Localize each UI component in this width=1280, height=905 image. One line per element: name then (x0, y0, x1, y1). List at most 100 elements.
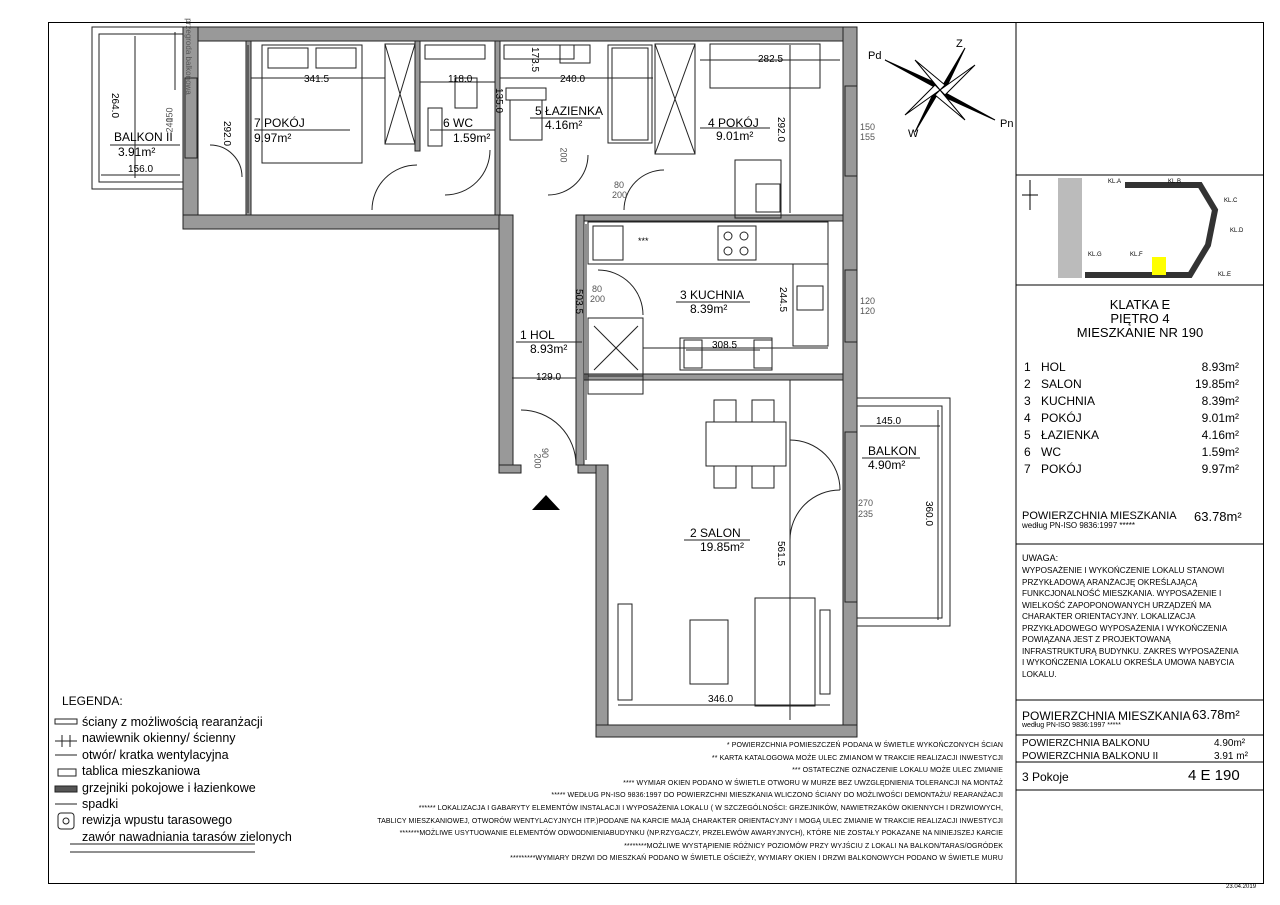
room-table-area: 8.93m² (1201, 360, 1239, 374)
footnote-line: TABLICY MIESZKANIOWEJ, OTWORÓW WENTYLACY… (377, 817, 1003, 825)
legend-item: rewizja wpustu tarasowego (82, 813, 233, 828)
summary-pokoje: 3 Pokoje (1022, 770, 1069, 784)
entrance-arrow (532, 495, 560, 510)
sheet-frame (48, 22, 1264, 884)
room-6-label: 6 WC (443, 116, 473, 130)
summary-pow-label: POWIERZCHNIA MIESZKANIA (1022, 709, 1191, 723)
dim-label: 360.0 (923, 500, 935, 527)
room-table-name: POKÓJ (1041, 411, 1082, 425)
room-table-name: SALON (1041, 377, 1082, 391)
dim-label: 292.0 (221, 120, 233, 147)
uwaga-line: WIELKOŚĆ ZAPOPONOWANYCH URZĄDZEŃ MA (1022, 600, 1212, 610)
summary-balkon-area: 4.90m² (1214, 738, 1246, 749)
footnote-line: * POWIERZCHNIA POMIESZCZEŃ PODANA W ŚWIE… (726, 742, 1003, 749)
flat-header: KLATKA E PIĘTRO 4 MIESZKANIE NR 190 (1016, 298, 1264, 340)
dim-label: 173.5 (529, 46, 541, 73)
summary-balkon-label: POWIERZCHNIA BALKONU (1022, 738, 1150, 749)
footnote-line: *******MOŻLIWE USYTUOWANIE ELEMENTÓW ODW… (399, 830, 1003, 838)
keymap-label: KL.D (1230, 228, 1244, 234)
keymap-label: KL.G (1088, 252, 1102, 258)
room-3-no: 3 (680, 288, 687, 302)
uwaga-line: LOKALU. (1022, 669, 1057, 679)
room-5-no: 5 (535, 104, 542, 118)
title-block-lines (1015, 22, 1264, 884)
room-table-area: 9.97m² (1201, 462, 1239, 476)
room-3-name: KUCHNIA (690, 288, 745, 302)
legend-item: spadki (82, 797, 119, 812)
door-dim: 200 (558, 147, 569, 163)
dim-label: 145.0 (876, 416, 902, 427)
legend-item: zawór nawadniania tarasów zielonych (82, 829, 292, 844)
legend-symbols (54, 718, 255, 853)
room-4-area: 9.01m² (716, 129, 754, 143)
uwaga-text: WYPOSAŻENIE I WYKOŃCZENIE LOKALU STANOWI… (1022, 565, 1239, 680)
summary-pow-sub: według PN-ISO 9836:1997 ***** (1022, 722, 1121, 729)
total-area: 63.78m² (1194, 509, 1242, 524)
compass-z: Z (956, 38, 963, 50)
room-6-area: 1.59m² (453, 131, 491, 145)
legend-item: tablica mieszkaniowa (82, 764, 201, 779)
room-table-no: 2 (1024, 377, 1031, 391)
dim-label: 240.0 (560, 74, 586, 85)
room-7-label: 7 POKÓJ (254, 116, 305, 130)
dim-label: 118.0 (448, 74, 473, 85)
keymap-label: KL.E (1218, 272, 1232, 278)
room-2-label: 2 SALON (690, 526, 741, 540)
legend-title: LEGENDA: (62, 694, 123, 708)
window-dim: 150 (860, 122, 876, 132)
room-table-name: ŁAZIENKA (1041, 428, 1100, 442)
summary-balkon2-area: 3.91 m² (1214, 751, 1248, 762)
footnote-line: ********MOŻLIWE WYSTĄPIENIE RÓŻNICY POZI… (624, 842, 1003, 850)
keymap-label: KL.F (1130, 252, 1143, 258)
room-2-area: 19.85m² (700, 540, 745, 554)
total-sub: według PN-ISO 9836:1997 ***** (1022, 521, 1135, 530)
keymap-label: KL.A (1108, 179, 1122, 185)
dim-label: 244.5 (777, 286, 789, 313)
room-4-no: 4 (708, 116, 715, 130)
footnotes: * POWIERZCHNIA POMIESZCZEŃ PODANA W ŚWIE… (300, 742, 1003, 872)
balkon-name: BALKON (868, 444, 917, 458)
dim-label: 129.0 (536, 372, 562, 383)
window-dim: 120 (860, 306, 876, 316)
room-6-name: WC (453, 116, 474, 130)
room-table-no: 7 (1024, 462, 1031, 476)
balkon-2-name: BALKON II (114, 130, 173, 144)
room-3-area: 8.39m² (690, 302, 728, 316)
room-1-label: 1 HOL (520, 328, 555, 342)
summary-balkon2-label: POWIERZCHNIA BALKONU II (1022, 751, 1159, 762)
window-dim: 270 (858, 498, 874, 508)
room-5-label: 5 ŁAZIENKA (535, 104, 603, 118)
room-2-no: 2 (690, 526, 697, 540)
total-label: POWIERZCHNIA MIESZKANIA (1022, 510, 1177, 522)
room-table-no: 1 (1024, 360, 1031, 374)
legend-item: otwór/ kratka wentylacyjna (82, 747, 229, 762)
window-dim: 155 (860, 132, 876, 142)
room-table-area: 8.39m² (1201, 394, 1239, 408)
room-table-no: 3 (1024, 394, 1031, 408)
uwaga-line: INFRASTRUKTURĄ BUDYNKU. ZAKRES WYPOSAŻEN… (1022, 646, 1239, 656)
dim-label: 135.0 (493, 87, 505, 114)
compass-pd: Pd (868, 50, 882, 62)
uwaga-line: FUNKCJONALNOŚĆ MIESZKANIA. WYPOSAŻENIE I (1022, 589, 1222, 598)
footnote-line: **** WYMIAR OKIEN PODANO W ŚWIETLE OTWOR… (623, 779, 1003, 787)
dim-label: 561.5 (775, 540, 787, 567)
dim-label: 341.5 (304, 74, 330, 85)
room-6-no: 6 (443, 116, 450, 130)
legend-item: nawiewnik okienny/ ścienny (82, 731, 236, 746)
legend-item: grzejniki pokojowe i łazienkowe (82, 780, 256, 795)
dim-label: 308.5 (712, 340, 738, 351)
przegroda-label: przegroda balkonowa (183, 18, 193, 95)
footnote-line: ** KARTA KATALOGOWA MOŻE ULEC ZMIANOM W … (711, 754, 1003, 762)
room-1-no: 1 (520, 328, 527, 342)
room-table-name: KUCHNIA (1041, 394, 1096, 408)
footnote-line: ****** LOKALIZACJA I GABARYTY ELEMENTÓW … (418, 805, 1003, 812)
dim-label: 282.5 (758, 54, 784, 65)
legend-item: ściany z możliwością rearanżacji (82, 715, 263, 729)
door-dim: 200 (612, 190, 628, 200)
klatka: KLATKA E (1109, 297, 1171, 312)
room-1-area: 8.93m² (530, 342, 568, 356)
footnote-line: *********WYMIARY DRZWI DO MIESZKAŃ PODAN… (510, 855, 1003, 863)
appliance-stars: *** (638, 236, 649, 246)
uwaga-line: WYPOSAŻENIE I WYKOŃCZENIE LOKALU STANOWI (1022, 566, 1225, 575)
